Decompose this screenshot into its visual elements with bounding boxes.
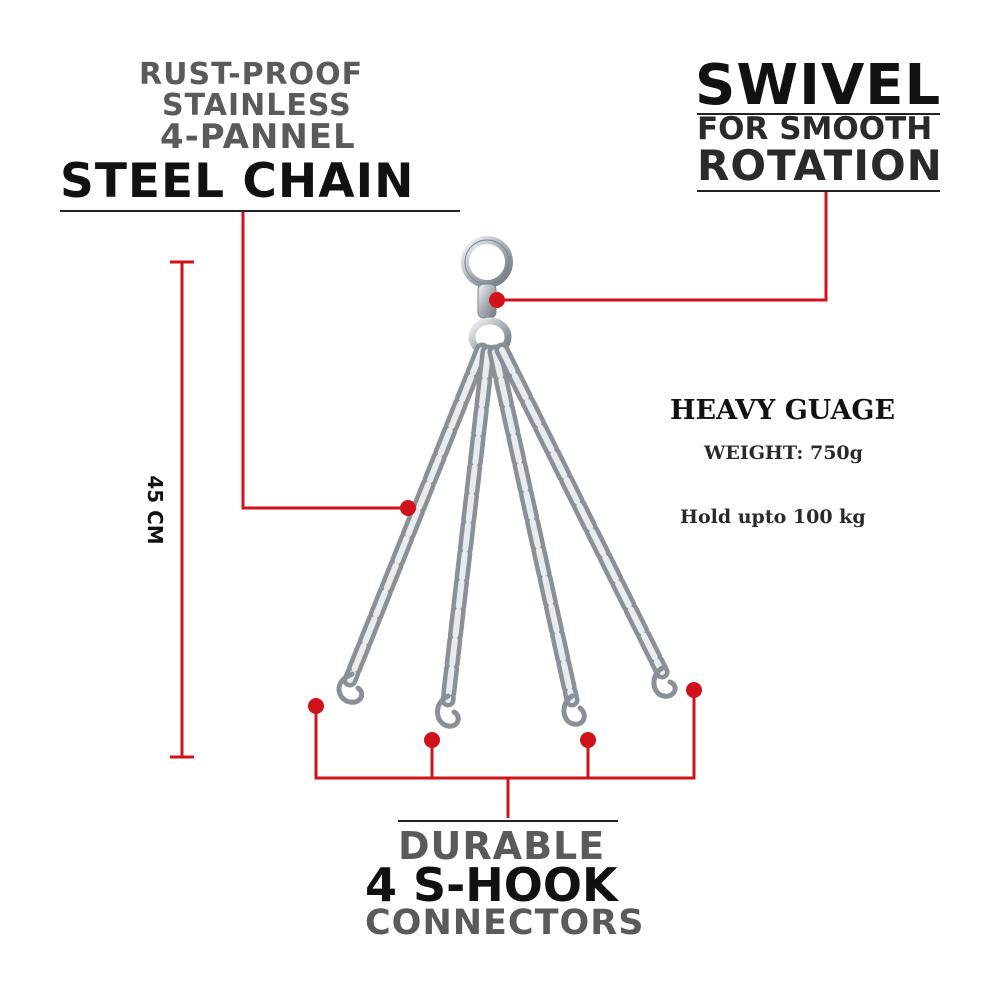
specs-weight: WEIGHT: 750g (704, 442, 863, 464)
hook-marker-dot-3 (580, 732, 596, 748)
chain-callout-line1: RUST-PROOF (139, 57, 364, 92)
chain-marker-dot (400, 500, 416, 516)
chain-callout-title: STEEL CHAIN (60, 154, 415, 209)
hook-marker-dot-2 (424, 732, 440, 748)
chain-callout-line (241, 212, 408, 510)
swivel-callout-title: SWIVEL (695, 53, 942, 118)
s-hook-1 (336, 671, 365, 705)
chain-callout-underline (60, 210, 460, 212)
hooks-callout-title: 4 S-HOOK (365, 858, 618, 912)
dimension-line (170, 260, 194, 759)
swivel-callout-underline (697, 190, 940, 192)
hooks-bracket-line (314, 690, 696, 818)
swivel-callout-line (497, 192, 828, 302)
specs-hold: Hold upto 100 kg (680, 506, 866, 528)
s-hooks (336, 665, 678, 729)
s-hook-2 (435, 693, 461, 729)
specs-heading: HEAVY GUAGE (670, 395, 896, 426)
s-hook-3 (561, 693, 587, 727)
dimension-label: 45 CM (143, 475, 167, 545)
hooks-callout-line1: DURABLE (398, 824, 606, 868)
hooks-callout-line3: CONNECTORS (365, 903, 645, 943)
swivel-marker-dot (489, 292, 505, 308)
s-hook-4 (651, 665, 678, 699)
chain-callout-line3: 4-PANNEL (160, 117, 356, 157)
hook-marker-dot-4 (686, 682, 702, 698)
chain-callout-line2: STAINLESS (162, 88, 352, 123)
swivel-callout-line2: FOR SMOOTH (697, 111, 933, 147)
hooks-callout-topline (398, 820, 618, 822)
swivel-callout-divider (697, 113, 940, 115)
hook-marker-dot-1 (308, 698, 324, 714)
swivel-callout-line3: ROTATION (697, 141, 943, 190)
chain-strands (342, 342, 670, 708)
